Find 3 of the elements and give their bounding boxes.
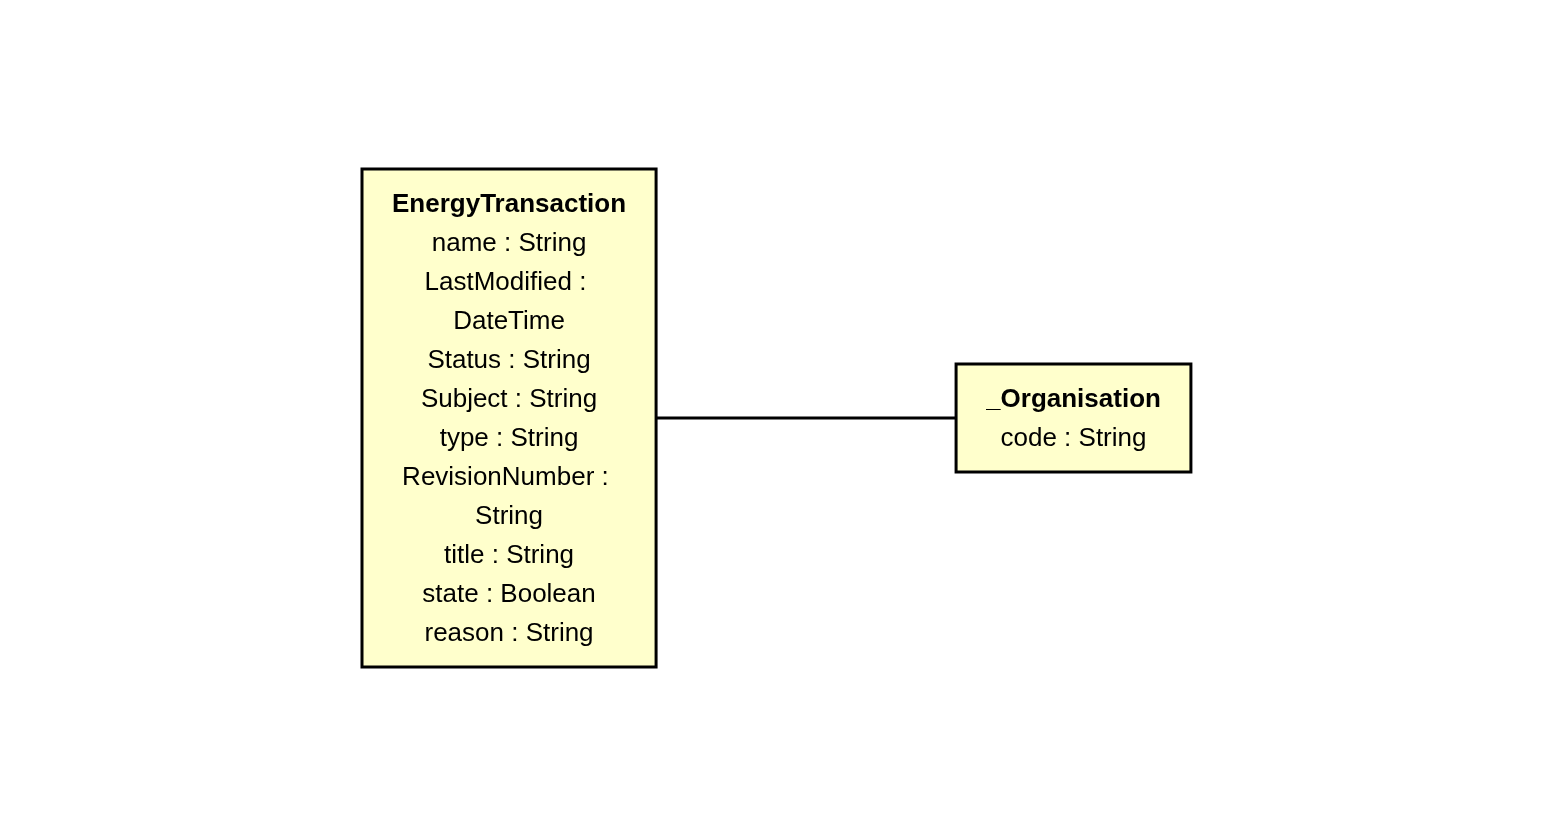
node-box: _Organisation code : String [954, 362, 1193, 474]
node-box: EnergyTransaction name : String LastModified : DateTime Status : String Subject : String type : String RevisionNumber : String title : String state : Boolean reason : String [360, 167, 658, 669]
connector [656, 416, 957, 420]
